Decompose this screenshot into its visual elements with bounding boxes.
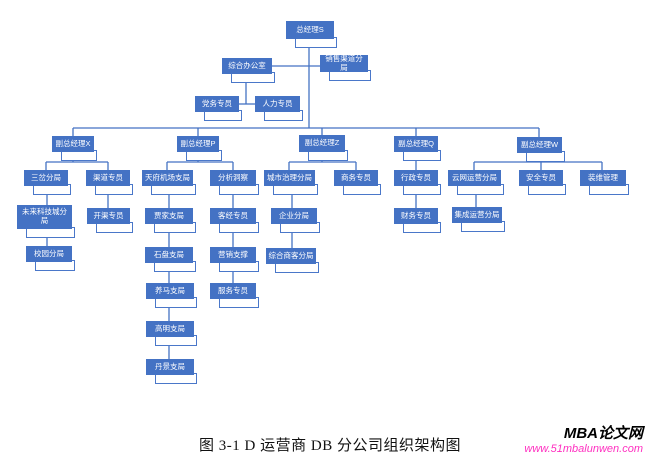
org-node-jicheng: 集成运营分局 [452, 207, 505, 232]
org-node-weilai: 未来科技城分局 [17, 205, 75, 238]
org-node-label: 贾家支局 [145, 208, 193, 224]
org-node-label: 丹景支局 [146, 359, 194, 375]
org-node-shangwu: 商务专员 [334, 170, 381, 195]
org-node-label: 石盘支局 [145, 247, 193, 263]
watermark-url-link[interactable]: www.51mbalunwen.com [524, 442, 643, 455]
org-node-kejing: 客经专员 [210, 208, 259, 233]
org-node-tianfu: 天府机场支局 [142, 170, 196, 195]
org-node-qudao: 渠道专员 [86, 170, 133, 195]
org-node-label: 养马支局 [146, 283, 194, 299]
org-node-label: 开渠专员 [87, 208, 130, 224]
org-node-label: 分析洞察 [210, 170, 256, 186]
org-node-label: 销售渠道分局 [320, 54, 368, 72]
org-node-label: 校园分局 [26, 246, 72, 262]
org-node-label: 集成运营分局 [452, 207, 502, 223]
org-node-shipan: 石盘支局 [145, 247, 196, 272]
org-node-sancha: 三岔分局 [24, 170, 71, 195]
org-node-label: 客经专员 [210, 208, 256, 224]
org-node-label: 总经理S [286, 21, 334, 39]
org-node-label: 副总经理Q [394, 136, 438, 152]
org-node-label: 综合办公室 [222, 58, 272, 74]
org-node-label: 装维管理 [580, 170, 626, 186]
org-node-label: 副总经理P [177, 136, 219, 152]
org-node-yunwang: 云网运营分局 [448, 170, 504, 195]
org-node-zonghe: 综合商客分局 [266, 248, 319, 273]
org-node-fuwu: 服务专员 [210, 283, 259, 308]
watermark: MBA论文网 www.51mbalunwen.com [524, 425, 643, 455]
org-node-caiwu: 财务专员 [394, 208, 441, 233]
figure-caption: 图 3-1 D 运营商 DB 分公司组织架构图 [199, 438, 461, 454]
org-node-label: 商务专员 [334, 170, 378, 186]
org-node-label: 综合商客分局 [266, 248, 316, 264]
org-node-chengshi: 城市治理分局 [264, 170, 318, 195]
org-node-sales: 销售渠道分局 [320, 54, 371, 81]
org-node-danjing: 丹景支局 [146, 359, 197, 384]
org-node-kaiqu: 开渠专员 [87, 208, 133, 233]
org-node-label: 安全专员 [519, 170, 563, 186]
org-node-label: 三岔分局 [24, 170, 68, 186]
org-node-label: 城市治理分局 [264, 170, 315, 186]
org-node-vpz: 副总经理Z [299, 135, 348, 161]
org-node-xiaoyuan: 校园分局 [26, 246, 75, 271]
org-node-label: 副总经理Z [299, 135, 345, 152]
org-node-gm: 总经理S [286, 21, 337, 48]
org-node-qiye: 企业分局 [271, 208, 320, 233]
org-node-label: 渠道专员 [86, 170, 130, 186]
org-node-zhuangwei: 装维管理 [580, 170, 629, 195]
org-node-jiajia: 贾家支局 [145, 208, 196, 233]
org-node-label: 副总经理X [52, 136, 94, 152]
org-node-vpx: 副总经理X [52, 136, 97, 161]
org-node-gaoming: 高明支局 [146, 321, 197, 346]
org-node-label: 高明支局 [146, 321, 194, 337]
org-node-yingxiao: 营销支撑 [210, 247, 259, 272]
org-node-vpp: 副总经理P [177, 136, 222, 161]
org-node-label: 副总经理W [517, 137, 562, 153]
watermark-site-name: MBA论文网 [563, 425, 643, 442]
org-node-label: 财务专员 [394, 208, 438, 224]
org-node-anquan: 安全专员 [519, 170, 566, 195]
org-node-yangma: 养马支局 [146, 283, 197, 308]
org-node-xingzheng: 行政专员 [394, 170, 441, 195]
org-node-label: 云网运营分局 [448, 170, 501, 186]
org-node-fenxi: 分析洞察 [210, 170, 259, 195]
org-node-label: 营销支撑 [210, 247, 256, 263]
org-node-vpq: 副总经理Q [394, 136, 441, 161]
org-node-label: 天府机场支局 [142, 170, 193, 186]
org-node-label: 未来科技城分局 [17, 205, 72, 229]
org-node-hr: 人力专员 [255, 96, 303, 121]
org-node-label: 党务专员 [195, 96, 239, 112]
org-node-label: 人力专员 [255, 96, 300, 112]
org-node-party: 党务专员 [195, 96, 242, 121]
org-node-label: 服务专员 [210, 283, 256, 299]
org-node-office: 综合办公室 [222, 58, 275, 83]
org-node-label: 企业分局 [271, 208, 317, 224]
org-node-label: 行政专员 [394, 170, 438, 186]
org-node-vpw: 副总经理W [517, 137, 565, 162]
